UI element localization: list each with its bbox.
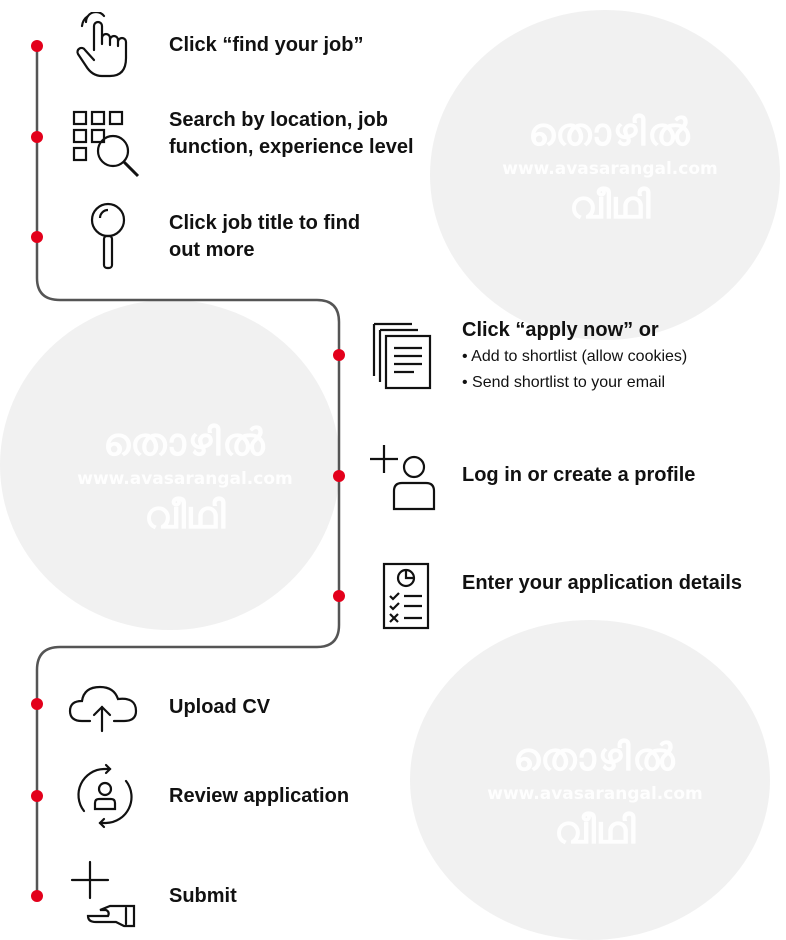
watermark-line3: വീഥി [554,808,636,852]
step-dot [333,590,345,602]
step-dot [31,40,43,52]
step-2-label: Search by location, job function, experi… [169,109,414,158]
step-9-label: Submit [169,885,237,907]
watermark: തൊഴിൽ www.avasarangal.com വീഥി [40,420,330,538]
add-user-icon [370,445,436,511]
plus-hand-icon [70,860,136,928]
watermark-url: www.avasarangal.com [77,469,293,489]
magnifier-icon [90,202,126,270]
documents-icon [372,322,432,390]
step-dot [31,790,43,802]
watermark-line1: തൊഴിൽ [103,420,267,464]
step-dot [31,231,43,243]
step-5-label: Log in or create a profile [462,464,696,486]
watermark-blob [410,620,770,940]
cloud-upload-icon [68,685,138,733]
step-7-label: Upload CV [169,696,271,718]
watermark-line3: വീഥി [144,493,226,537]
step-4-label: Click “apply now” or Add to shortlist (a… [462,317,772,396]
step-dot [31,890,43,902]
bullet-shortlist: Add to shortlist (allow cookies) [462,344,772,370]
step-6-label: Enter your application details [462,572,743,594]
watermark-line1: തൊഴിൽ [528,110,692,154]
watermark-line1: തൊഴിൽ [513,735,677,779]
step-dot [333,470,345,482]
watermark-blob [430,10,780,340]
step-dot [31,131,43,143]
bullet-email: Send shortlist to your email [462,370,772,396]
grid-search-icon [72,110,140,178]
review-cycle-icon [77,763,133,829]
step-dot [333,349,345,361]
step-3-label: Click job title to find out more [169,212,361,261]
watermark: തൊഴിൽ www.avasarangal.com വീഥി [470,110,750,228]
watermark-line3: വീഥി [569,183,651,227]
step-dot [31,698,43,710]
step-4-bullets: Add to shortlist (allow cookies) Send sh… [462,344,772,396]
watermark-url: www.avasarangal.com [502,159,718,179]
watermark: തൊഴിൽ www.avasarangal.com വീഥി [455,735,735,853]
step-1-label: Click “find your job” [169,34,364,56]
watermark-blob [0,300,340,630]
step-4-title: Click “apply now” or [462,319,659,341]
hand-pointer-icon [76,12,128,78]
step-8-label: Review application [169,785,350,807]
watermark-url: www.avasarangal.com [487,784,703,804]
checklist-icon [382,562,430,630]
